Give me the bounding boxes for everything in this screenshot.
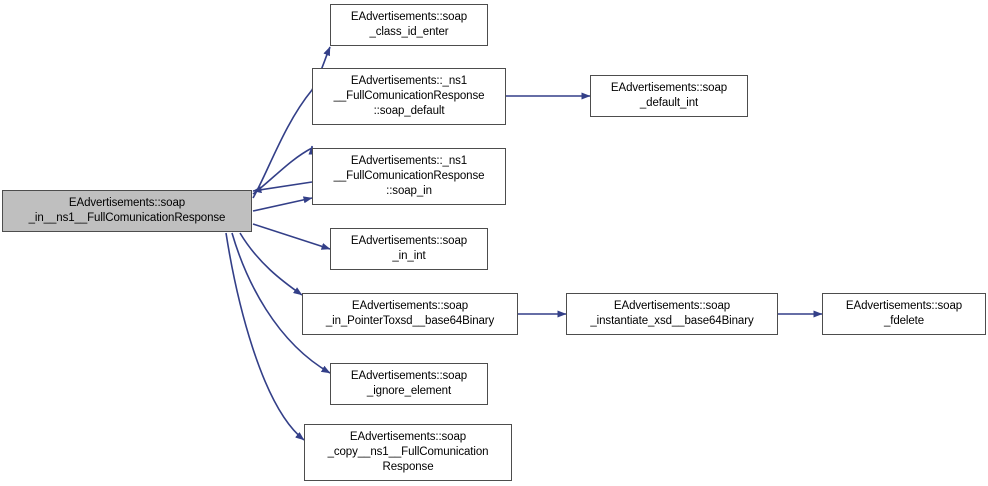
graph-node-label-line: _copy__ns1__FullComunication [327, 446, 489, 458]
graph-node-label-line: EAdvertisements::_ns1 [350, 75, 468, 87]
graph-node-label-line: EAdvertisements::soap [350, 11, 468, 23]
graph-node-label-line: ::soap_in [386, 185, 432, 197]
graph-node-label-line: __FullComunicationResponse [333, 90, 485, 102]
graph-node-label-line: EAdvertisements::soap [350, 370, 468, 382]
graph-node-label-line: __FullComunicationResponse [333, 170, 485, 182]
graph-node-label-line: EAdvertisements::soap [349, 431, 467, 443]
graph-edge-soap_in_ns1_fullcomunicationresponse-to-soap_copy_ns1_fullcomunicationresponse [225, 232, 305, 441]
graph-node-ns1_fullcomunicationresponse_soap_default[interactable]: EAdvertisements::_ns1__FullComunicationR… [312, 68, 506, 125]
graph-node-soap_copy_ns1_fullcomunicationresponse[interactable]: EAdvertisements::soap_copy__ns1__FullCom… [304, 424, 512, 481]
graph-node-label-line: _in_int [392, 250, 426, 262]
graph-node-soap_instantiate_xsd_base64binary[interactable]: EAdvertisements::soap_instantiate_xsd__b… [566, 293, 778, 335]
graph-node-soap_class_id_enter[interactable]: EAdvertisements::soap_class_id_enter [330, 4, 488, 46]
graph-node-label-line: EAdvertisements::soap [351, 300, 469, 312]
graph-node-label-line: _ignore_element [366, 385, 452, 397]
graph-edge-soap_in_ns1_fullcomunicationresponse-to-ns1_fullcomunicationresponse_soap_default [252, 145, 316, 195]
graph-node-label-line: EAdvertisements::soap [610, 82, 728, 94]
graph-node-label-line: EAdvertisements::soap [613, 300, 731, 312]
graph-node-label-line: EAdvertisements::_ns1 [350, 155, 468, 167]
graph-edge-soap_in_ns1_fullcomunicationresponse-to-ns1_fullcomunicationresponse_soap_in [252, 196, 313, 212]
graph-node-label-line: _class_id_enter [369, 26, 449, 38]
graph-node-label-line: _in_PointerToxsd__base64Binary [325, 315, 495, 327]
graph-node-label-line: EAdvertisements::soap [68, 197, 186, 209]
graph-node-ns1_fullcomunicationresponse_soap_in[interactable]: EAdvertisements::_ns1__FullComunicationR… [312, 148, 506, 205]
graph-edge-soap_in_ns1_fullcomunicationresponse-to-soap_in_pointertoxsd_base64binary [239, 232, 303, 296]
graph-edge-soap_in_ns1_fullcomunicationresponse-to-soap_in_int [252, 223, 331, 250]
graph-node-soap_fdelete[interactable]: EAdvertisements::soap_fdelete [822, 293, 986, 335]
graph-node-label-line: _in__ns1__FullComunicationResponse [28, 212, 226, 224]
graph-node-label-line: Response [382, 461, 434, 473]
graph-node-label-line: _default_int [639, 97, 699, 109]
graph-node-label-line: _instantiate_xsd__base64Binary [590, 315, 754, 327]
graph-node-soap_in_pointertoxsd_base64binary[interactable]: EAdvertisements::soap_in_PointerToxsd__b… [302, 293, 518, 335]
graph-node-soap_default_int[interactable]: EAdvertisements::soap_default_int [590, 75, 748, 117]
graph-edge-ns1_fullcomunicationresponse_soap_in-to-soap_in_ns1_fullcomunicationresponse [252, 181, 313, 194]
graph-node-label-line: _fdelete [883, 315, 925, 327]
graph-node-label-line: ::soap_default [373, 105, 445, 117]
graph-node-soap_in_int[interactable]: EAdvertisements::soap_in_int [330, 228, 488, 270]
graph-node-soap_ignore_element[interactable]: EAdvertisements::soap_ignore_element [330, 363, 488, 405]
graph-node-soap_in_ns1_fullcomunicationresponse[interactable]: EAdvertisements::soap_in__ns1__FullComun… [2, 190, 252, 232]
graph-node-label-line: EAdvertisements::soap [350, 235, 468, 247]
graph-node-label-line: EAdvertisements::soap [845, 300, 963, 312]
